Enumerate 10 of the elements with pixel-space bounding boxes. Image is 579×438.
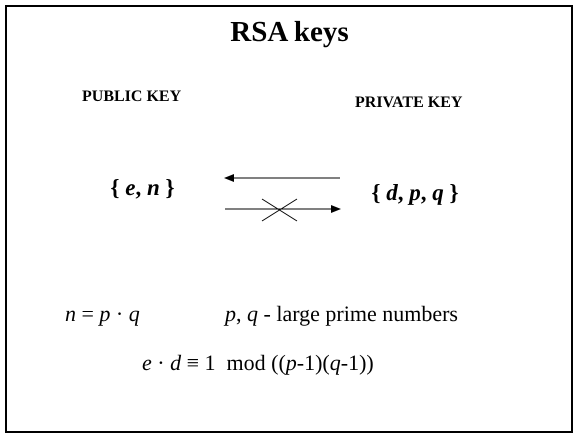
arrow (224, 205, 341, 213)
arrow (224, 174, 340, 182)
heading: PUBLIC KEY (82, 88, 182, 106)
formula: e · d ≡ 1 mod ((p-1)(q-1)) (142, 350, 374, 376)
heading: PRIVATE KEY (355, 94, 462, 112)
key-set: { d, p, q } (371, 180, 459, 206)
formula: p, q - large prime numbers (225, 301, 458, 327)
title: RSA keys (230, 16, 349, 48)
key-set: { e, n } (110, 175, 175, 201)
formula: n = p · q (65, 301, 140, 327)
